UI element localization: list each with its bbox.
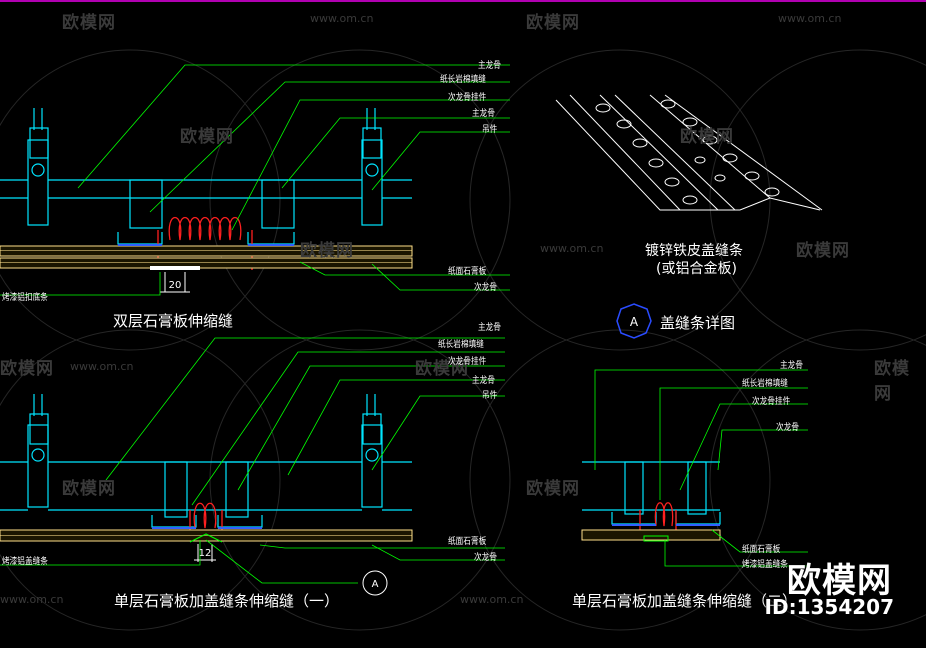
watermark-arcs	[0, 49, 926, 631]
label-secondary-keel-b: 次龙骨	[474, 553, 497, 563]
watermark-brand: 欧模网	[526, 13, 580, 33]
watermark-brand: 欧模网	[300, 241, 354, 261]
watermark-brand: 欧模网	[874, 359, 910, 404]
detail-double-layer	[0, 64, 510, 296]
dimension-20	[160, 272, 190, 293]
gypsum-board-c	[581, 529, 721, 541]
watermark-brand: 欧模网	[62, 13, 116, 33]
detail-single-layer-1	[0, 337, 505, 596]
dimension-label-20: 20	[169, 280, 182, 291]
watermark-brand: 欧模网	[415, 359, 469, 379]
title-single-layer-1: 单层石膏板加盖缝条伸缩缝（一）	[114, 592, 340, 610]
title-double-layer: 双层石膏板伸缩缝	[113, 312, 234, 330]
strip-perforations	[595, 99, 780, 205]
watermark-brand: 欧模网	[526, 479, 580, 499]
leader-lines-top	[0, 64, 510, 296]
leader-lines-c	[594, 369, 808, 567]
label-rockwool-filling-b: 纸长岩棉填缝	[438, 340, 484, 350]
watermark-brand: 欧模网	[0, 359, 54, 379]
watermark-brand: 欧模网	[796, 241, 850, 261]
cover-strip-profile	[189, 533, 223, 543]
label-secondary-keel-hanger: 次龙骨挂件	[448, 93, 487, 103]
label-main-keel: 主龙骨	[478, 61, 501, 71]
label-gypsum-board: 纸面石膏板	[448, 267, 487, 277]
label-main-keel-b: 主龙骨	[478, 323, 501, 333]
title-single-layer-2: 单层石膏板加盖缝条伸缩缝（二）	[572, 592, 798, 610]
brand-logo-text: 欧模网	[787, 561, 892, 601]
caption-cover-strip-alt: (或铝合金板)	[656, 261, 737, 277]
label-aluminum-strip: 烤漆铝扣底条	[2, 293, 48, 303]
section-marker-letter: A	[372, 579, 379, 590]
watermark-url: www.om.cn	[70, 360, 134, 373]
detail-single-layer-2	[581, 369, 808, 567]
watermark-brand: 欧模网	[680, 127, 734, 147]
watermark-url: www.om.cn	[310, 12, 374, 25]
cover-strip-plate	[643, 535, 669, 542]
label-aluminum-cover-strip: 烤漆铝盖缝条	[2, 557, 48, 567]
watermark-brand: 欧模网	[62, 479, 116, 499]
keel-c	[582, 461, 721, 525]
watermark-url: www.om.cn	[0, 593, 64, 606]
board-hatch-b	[0, 535, 412, 536]
label-main-keel-b2: 主龙骨	[472, 376, 495, 386]
hanger-left-b	[27, 394, 49, 508]
label-hanger-b: 吊件	[482, 391, 498, 401]
brand-id: ID:1354207	[764, 595, 894, 619]
label-secondary-keel: 次龙骨	[474, 283, 497, 293]
hanger-left	[27, 108, 49, 226]
watermark-url: www.om.cn	[540, 242, 604, 255]
detail-marker-octagon	[616, 303, 652, 339]
dimension-label-12: 12	[199, 548, 212, 559]
hanger-right-b	[361, 394, 383, 508]
label-secondary-keel-c: 次龙骨	[776, 423, 799, 433]
main-keel	[0, 179, 412, 245]
caption-cover-strip: 镀锌铁皮盖缝条	[645, 243, 743, 259]
label-secondary-keel-hanger-b: 次龙骨挂件	[448, 357, 487, 367]
detail-marker-letter: A	[630, 315, 639, 329]
label-secondary-keel-hanger-c: 次龙骨挂件	[752, 397, 791, 407]
cover-strip-detail	[555, 94, 823, 211]
label-rockwool-filling: 纸长岩棉填缝	[440, 75, 486, 85]
label-gypsum-board-b: 纸面石膏板	[448, 537, 487, 547]
title-cover-strip-detail: 盖缝条详图	[660, 314, 736, 332]
aluminum-base-strip	[150, 266, 200, 270]
label-main-keel-2: 主龙骨	[472, 109, 495, 119]
leader-lines-bottom	[0, 337, 505, 584]
label-gypsum-board-c: 纸面石膏板	[742, 545, 781, 555]
hanger-right	[361, 108, 383, 226]
section-marker-circle	[362, 570, 388, 596]
watermark-url: www.om.cn	[460, 593, 524, 606]
dimension-12	[194, 544, 216, 562]
label-main-keel-c: 主龙骨	[780, 361, 803, 371]
label-rockwool-filling-c: 纸长岩棉填缝	[742, 379, 788, 389]
board-hatch	[0, 250, 412, 263]
watermark-url: www.om.cn	[778, 12, 842, 25]
label-aluminum-cover-strip-c: 烤漆铝盖缝条	[742, 560, 788, 570]
label-hanger: 吊件	[482, 125, 498, 135]
watermark-brand: 欧模网	[180, 127, 234, 147]
